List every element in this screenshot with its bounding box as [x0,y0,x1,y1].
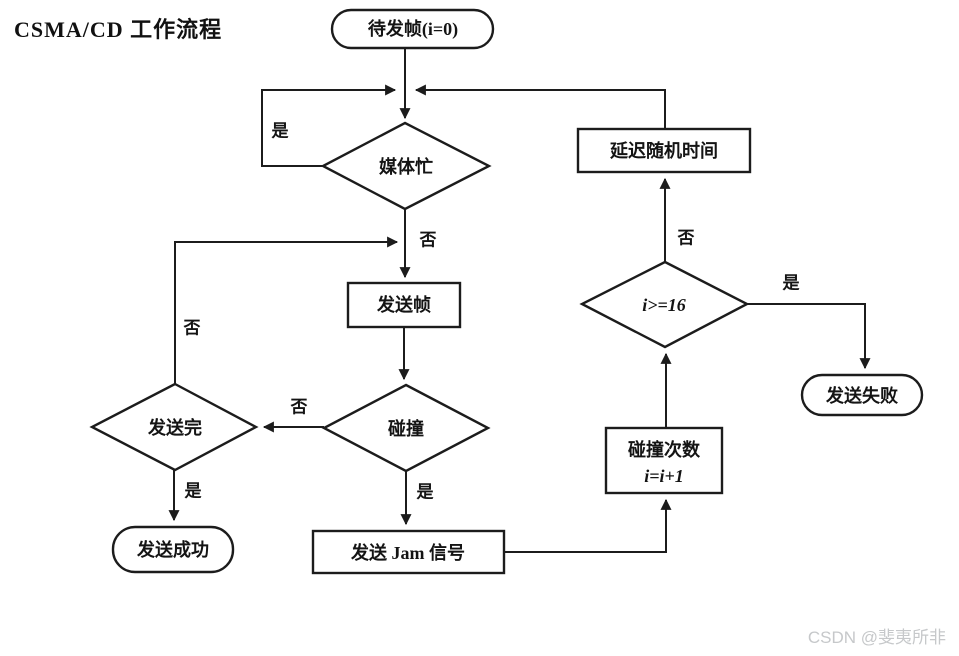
node-send-fail-label: 发送失败 [825,385,898,406]
node-start-shape [330,8,495,50]
node-collision-count-label-line1: 碰撞次数 [628,439,701,460]
node-random-delay-shape [576,127,752,174]
node-send-done-label: 发送完 [147,417,202,438]
node-send-success-label: 发送成功 [136,539,209,560]
node-collision-count-label-line2: i=i+1 [644,466,684,486]
node-send-frame-shape [346,281,462,329]
edge-label-retry-no: 否 [677,229,695,248]
node-send-fail-shape [800,373,924,417]
node-media-busy-shape [320,121,492,211]
node-send-jam-label: 发送 Jam 信号 [350,542,465,563]
edge-label-send-done-return-no: 否 [183,319,201,338]
node-send-success-shape [111,525,235,574]
edge-label-media-busy-yes: 是 [272,122,289,141]
edge-label-collision-no: 否 [290,398,308,417]
node-media-busy-label: 媒体忙 [379,156,433,177]
edge-jam-to-count [504,498,672,553]
node-retry-check-shape [579,260,750,349]
node-collision-shape [321,383,491,473]
node-send-jam-shape [311,529,506,575]
edge-retry-yes [747,303,871,370]
edge-delay-return [414,84,666,129]
node-send-done-shape [89,382,259,472]
watermark: CSDN @斐夷所非 [808,628,946,647]
node-send-frame-label: 发送帧 [376,294,431,315]
edge-label-collision-yes: 是 [417,483,434,502]
page-title: CSMA/CD 工作流程 [14,17,222,42]
edge-label-send-done-yes: 是 [185,482,202,501]
node-start-label: 待发帧(i=0) [368,18,458,40]
edge-label-media-busy-no: 否 [419,231,437,250]
node-collision-count-shape [604,426,724,495]
edge-media-busy-yes-loop [261,84,397,167]
edge-send-done-no-return [174,236,399,384]
node-retry-check-label: i>=16 [642,295,686,315]
node-random-delay-label: 延迟随机时间 [609,140,718,161]
edge-label-retry-yes: 是 [783,274,800,293]
node-collision-label: 碰撞 [388,418,424,439]
